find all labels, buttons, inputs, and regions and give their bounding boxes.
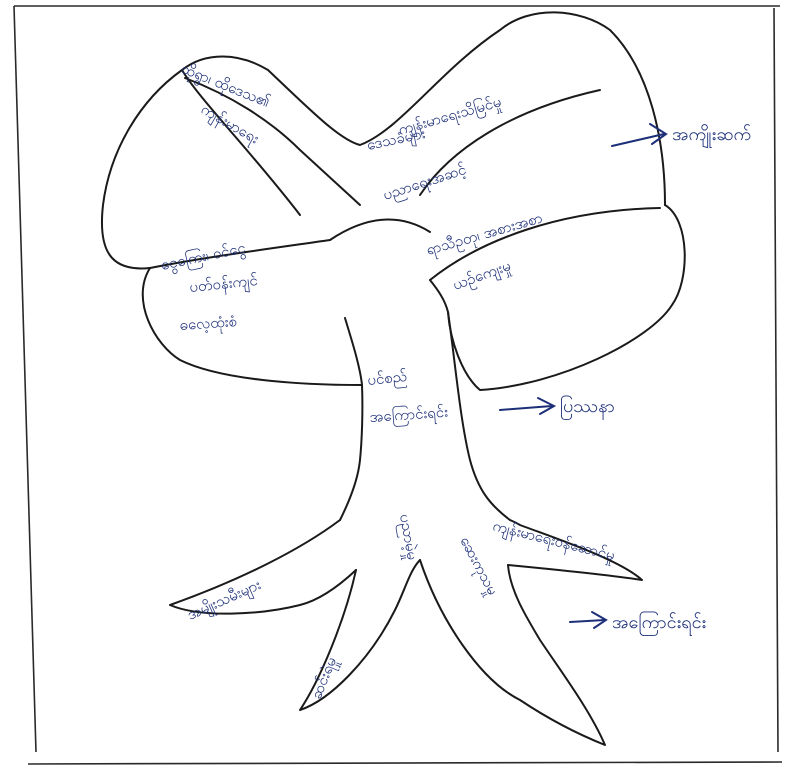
arrow-right-bottom — [570, 612, 606, 628]
label-top-mid-3: ပညာရေးအဆင့် — [381, 160, 470, 207]
label-mid-left-2: ပတ်ဝန်းကျင် — [189, 271, 259, 299]
label-top-mid-2: ကျန်းမာရေးသိမြင်မှု — [396, 91, 504, 141]
label-root-3: ဆေးကုသမှု — [454, 533, 502, 599]
label-top-left-2: ကျန်းမာရေး — [197, 100, 263, 150]
labels-roots: အမျိုးသမီးများ ဆင်းရဲမှု ဆေးကုသမှု ကျန်း… — [184, 513, 617, 703]
label-arrow-right-top: အကျိုးဆက် — [672, 124, 751, 148]
label-arrow-right-mid: ပြဿနာ — [560, 395, 615, 420]
label-trunk-1: ပင်စည် — [367, 367, 409, 392]
labels-arrows: အကျိုးဆက် ပြဿနာ အကြောင်းရင်း — [560, 124, 751, 636]
label-mid-left-3: ဓလေ့ထုံးစံ — [179, 312, 238, 337]
label-top-left-1: ထိုရွာ၊ ထိုဒေသ၏ — [177, 59, 273, 114]
label-root-5: ပညာမဲ့မှု — [393, 513, 422, 562]
label-mid-right-1: ရာသီဥတု၊ အစားအစာ — [424, 208, 545, 261]
label-mid-left-1: ငွေကြေး၊ ဝင်ငွေ — [159, 237, 248, 276]
label-mid-right-2: ယဉ်ကျေးမှု — [450, 256, 514, 296]
label-trunk-2: အကြောင်းရင်း — [369, 402, 449, 429]
label-root-2: ဆင်းရဲမှု — [307, 654, 343, 703]
label-arrow-right-bottom: အကြောင်းရင်း — [612, 611, 706, 636]
labels-trunk: ပင်စည် အကြောင်းရင်း — [367, 367, 449, 429]
label-root-4: ကျန်းမာရေးဝန်ဆောင်မှု — [490, 516, 617, 567]
arrow-right-mid — [500, 398, 554, 414]
